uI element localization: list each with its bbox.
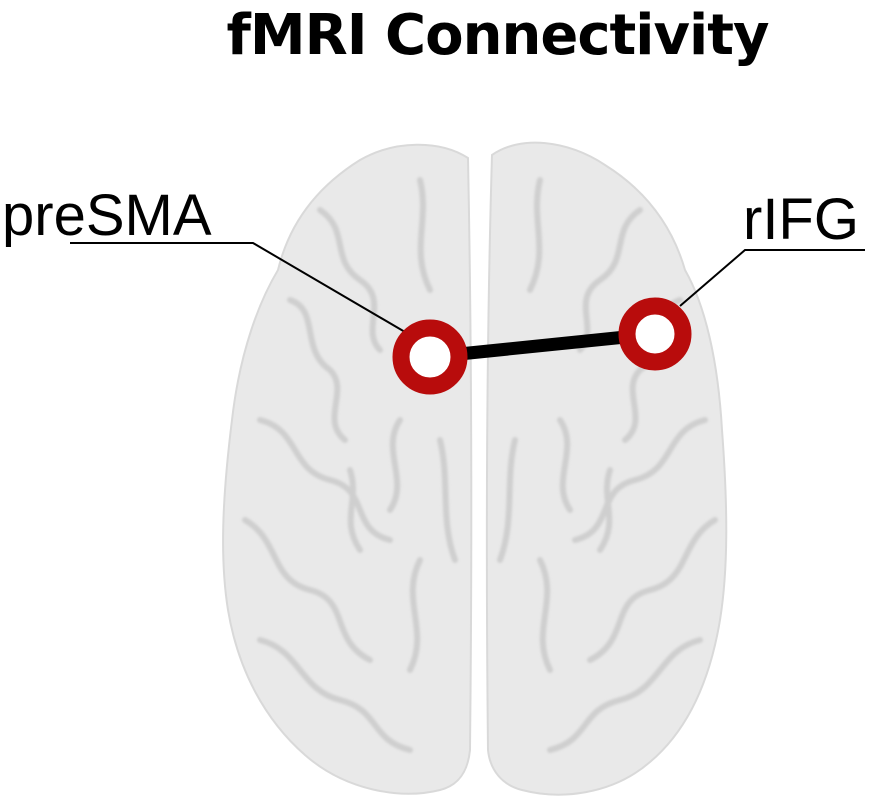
rifg-node	[618, 297, 692, 371]
brain-illustration	[222, 141, 728, 796]
figure-title: fMRI Connectivity	[226, 3, 770, 68]
rifg-leader-line	[679, 249, 865, 307]
right-hemisphere	[485, 141, 728, 796]
presma-label: preSMA	[2, 183, 212, 248]
presma-node	[392, 319, 468, 395]
connectivity-line	[429, 327, 656, 364]
presma-leader-line	[70, 242, 406, 333]
rifg-label: rIFG	[743, 187, 859, 252]
label-leaders	[70, 242, 865, 333]
